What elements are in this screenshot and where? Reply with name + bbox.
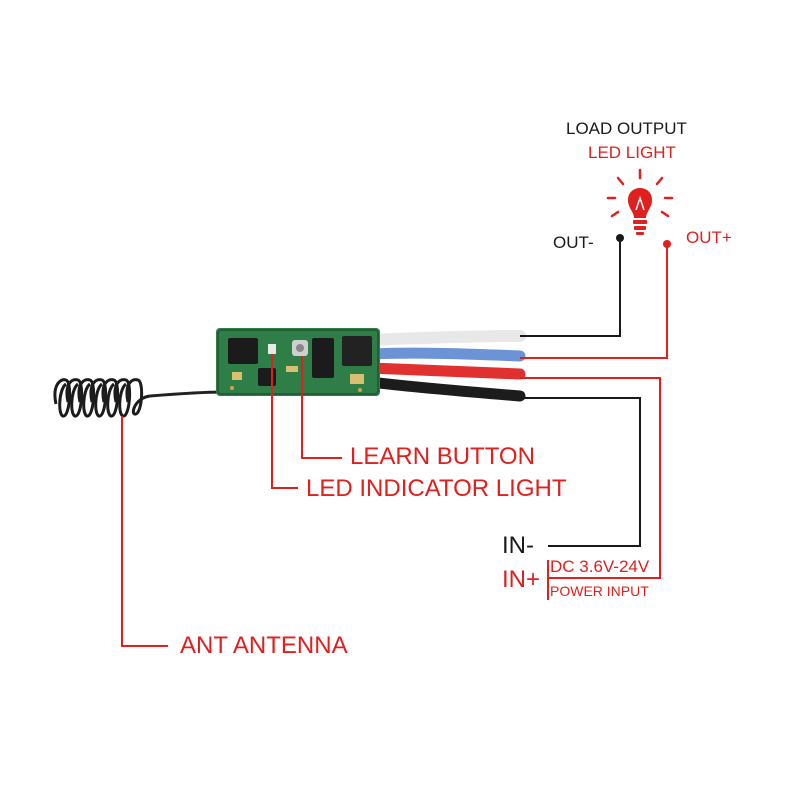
- wire-bundle: [364, 330, 526, 402]
- light-bulb-icon: [606, 168, 674, 218]
- in-plus-wire: [520, 377, 661, 600]
- load-output-title: LOAD OUTPUT: [566, 119, 687, 138]
- in-minus-label: IN-: [502, 532, 534, 559]
- in-minus-wire: [520, 397, 641, 547]
- in-plus-label: IN+: [502, 566, 541, 593]
- out-plus-label: OUT+: [686, 228, 732, 247]
- bulb-body: [628, 188, 652, 235]
- out-plus-terminal: [663, 240, 671, 248]
- learn-button-leader: [301, 356, 342, 459]
- power-input-label: POWER INPUT: [550, 583, 649, 599]
- led-indicator-label: LED INDICATOR LIGHT: [306, 475, 567, 502]
- receiver-pcb: [216, 328, 380, 396]
- load-led-light-label: LED LIGHT: [588, 143, 676, 162]
- out-minus-terminal: [616, 234, 624, 242]
- voltage-label: DC 3.6V-24V: [550, 557, 650, 576]
- learn-button-label: LEARN BUTTON: [350, 443, 535, 470]
- coiled-antenna: [53, 378, 225, 418]
- out-plus-wire: [520, 244, 668, 359]
- out-minus-wire: [520, 238, 621, 337]
- led-indicator-leader: [271, 354, 298, 489]
- antenna-label: ANT ANTENNA: [180, 632, 348, 659]
- antenna-leader: [121, 416, 168, 647]
- out-minus-label: OUT-: [553, 233, 594, 252]
